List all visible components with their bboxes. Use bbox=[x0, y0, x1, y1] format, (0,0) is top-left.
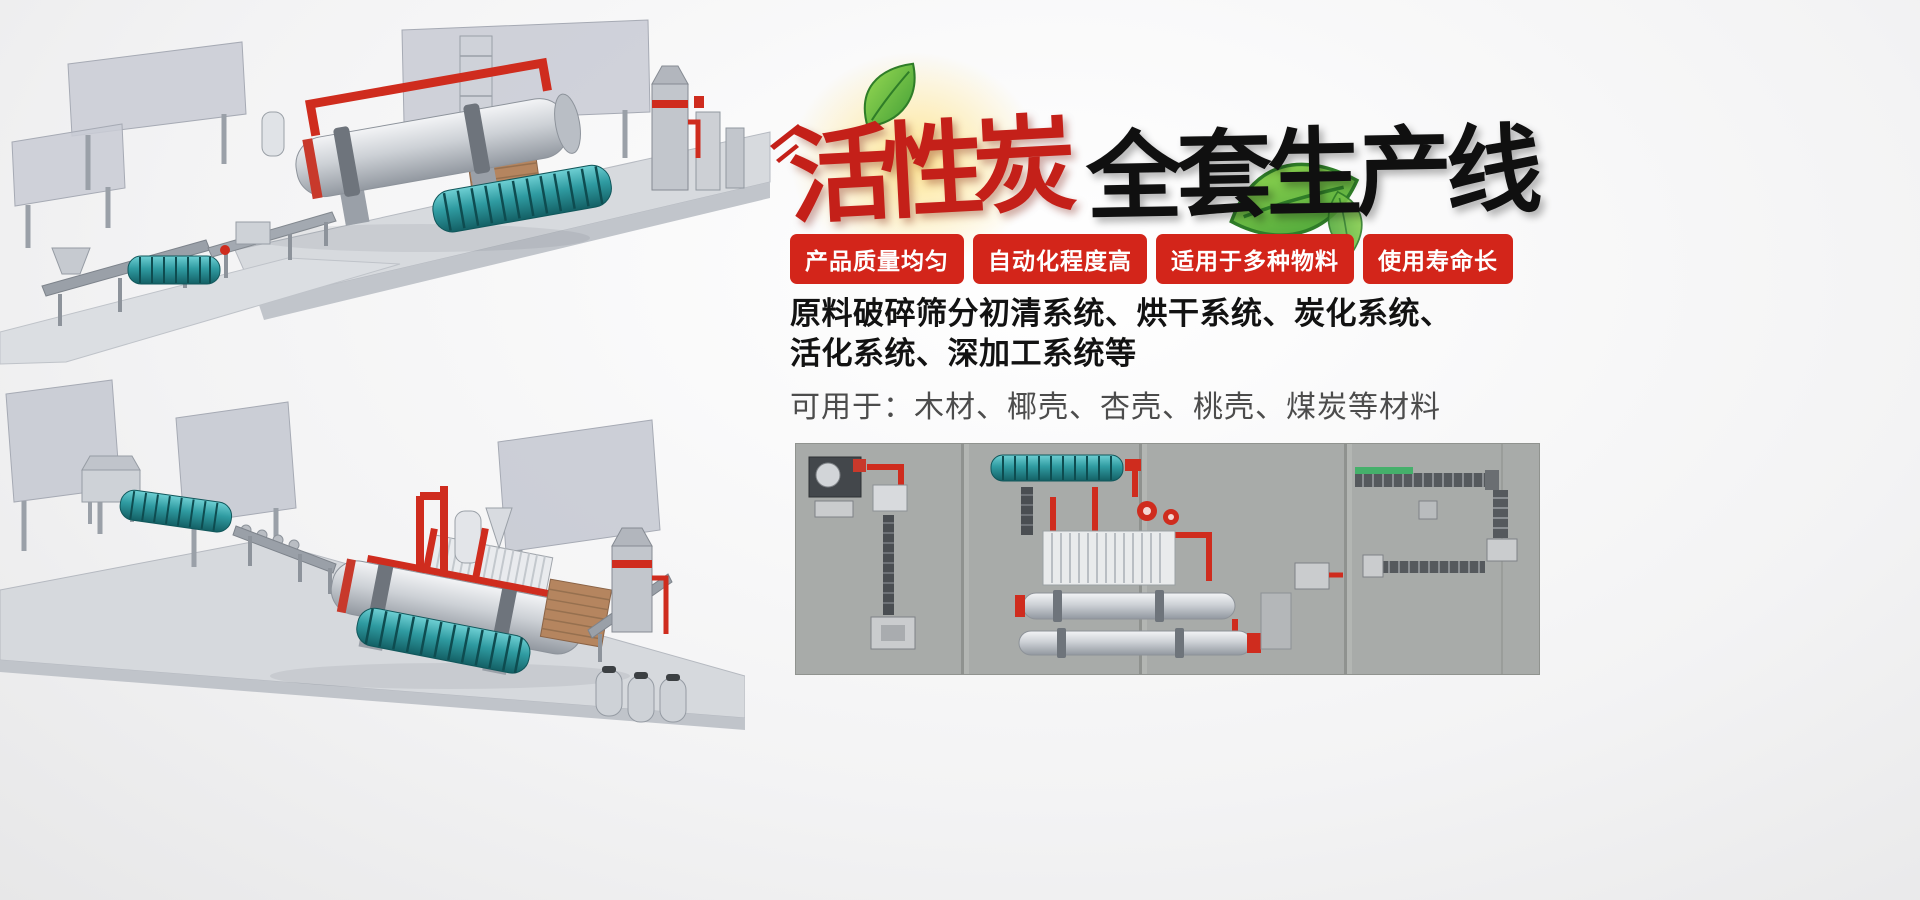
red-pipe-runs bbox=[1050, 487, 1212, 581]
trommel-screen-drum bbox=[127, 255, 221, 285]
machine-box bbox=[235, 221, 271, 245]
shadow bbox=[250, 224, 590, 252]
incline-conveyor bbox=[232, 525, 337, 594]
screening-drum bbox=[119, 489, 233, 533]
badge-lifespan: 使用寿命长 bbox=[1363, 234, 1513, 284]
transfer-conveyor bbox=[207, 211, 337, 278]
cyclone-tank bbox=[261, 111, 285, 157]
description-line-1: 原料破碎筛分初清系统、烘干系统、炭化系统、 bbox=[790, 296, 1452, 332]
carbonization-tower bbox=[651, 65, 745, 191]
badge-materials: 适用于多种物料 bbox=[1156, 234, 1354, 284]
description-line-3: 可用于：木材、椰壳、杏壳、桃壳、煤炭等材料 bbox=[790, 390, 1441, 425]
title-black-part: 全套生产线 bbox=[1085, 114, 1538, 234]
feature-badge-row: 产品质量均匀 自动化程度高 适用于多种物料 使用寿命长 bbox=[790, 234, 1513, 284]
description-block: 原料破碎筛分初清系统、烘干系统、炭化系统、 活化系统、深加工系统等 可用于：木材… bbox=[790, 294, 1452, 426]
production-line-top-view bbox=[795, 443, 1540, 675]
red-fitting bbox=[220, 245, 230, 255]
vertical-conveyor bbox=[870, 515, 916, 650]
heat-exchanger bbox=[1042, 530, 1176, 586]
ladder-conveyor bbox=[1021, 487, 1033, 535]
rotary-drum-b bbox=[1018, 628, 1261, 658]
conveyor-cluster-right bbox=[1355, 467, 1518, 578]
panel-border bbox=[795, 443, 1540, 675]
cyclone bbox=[485, 507, 513, 550]
production-line-render-1 bbox=[0, 19, 771, 365]
badge-quality: 产品质量均匀 bbox=[790, 234, 964, 284]
badge-automation: 自动化程度高 bbox=[973, 234, 1147, 284]
rotary-dryer-drum bbox=[295, 57, 581, 226]
barrier-walls bbox=[11, 19, 651, 207]
title-red-part: 活性炭 bbox=[785, 102, 1068, 240]
feeding-station bbox=[808, 456, 908, 518]
cooler-drum bbox=[432, 164, 612, 233]
dust-collector bbox=[611, 527, 669, 634]
leaf-icon bbox=[863, 62, 916, 128]
production-line-render-2 bbox=[0, 379, 745, 730]
top-view-panel bbox=[795, 443, 1540, 675]
rotary-drum-a bbox=[1015, 590, 1236, 622]
title-glow bbox=[790, 52, 1040, 267]
discharge-equipment bbox=[1260, 562, 1343, 650]
main-title: 活性炭全套生产线 bbox=[785, 86, 1538, 239]
storage-tanks bbox=[595, 666, 687, 723]
shadow bbox=[270, 663, 630, 689]
description-line-2: 活化系统、深加工系统等 bbox=[790, 336, 1137, 372]
teal-drum-top-view bbox=[990, 454, 1141, 497]
brush-dash-icon bbox=[770, 124, 802, 163]
hopper bbox=[51, 247, 91, 275]
cooling-drum bbox=[356, 607, 531, 674]
wall-legs bbox=[21, 488, 643, 594]
pump-circles bbox=[1137, 501, 1179, 525]
